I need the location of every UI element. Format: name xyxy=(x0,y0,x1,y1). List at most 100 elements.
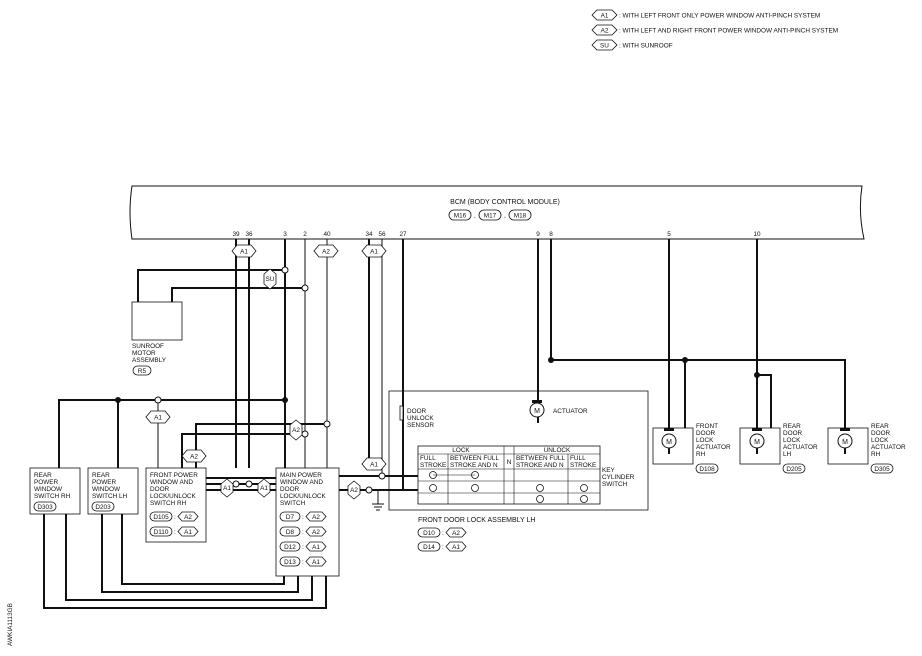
connector-label: D105 xyxy=(153,514,169,521)
svg-text:D108: D108 xyxy=(699,466,715,473)
svg-text:ASSEMBLY: ASSEMBLY xyxy=(132,357,167,364)
rear-power-window-switch-lh: REAR POWER WINDOW SWITCH LH D203 xyxy=(87,467,139,515)
svg-text:REAR: REAR xyxy=(34,472,52,479)
svg-text:REAR: REAR xyxy=(92,472,110,479)
bcm-pin: 40 xyxy=(323,231,331,238)
main-pw-conn-4: D13 : A1 xyxy=(279,556,327,567)
svg-text:LOCK: LOCK xyxy=(696,437,714,444)
legend-code: A1 xyxy=(601,13,609,20)
svg-text::: : xyxy=(442,530,444,537)
svg-text::: : xyxy=(174,514,176,521)
svg-text:REAR: REAR xyxy=(783,423,801,430)
main-pw-conn-2: D8 : A2 xyxy=(279,526,327,537)
svg-text:DOOR: DOOR xyxy=(871,430,891,437)
svg-text:A1: A1 xyxy=(370,462,378,469)
svg-text:RH: RH xyxy=(696,451,706,458)
svg-text:A1: A1 xyxy=(370,249,378,256)
svg-text:A2: A2 xyxy=(312,529,320,536)
svg-text:WINDOW AND: WINDOW AND xyxy=(280,479,323,486)
rear-door-lock-actuator-lh: M REAR DOOR LOCK ACTUATOR LH D205 xyxy=(739,423,818,474)
svg-text:A2: A2 xyxy=(190,454,198,461)
svg-text:A1: A1 xyxy=(240,249,248,256)
motor-icon: M xyxy=(534,408,540,415)
svg-text:D8: D8 xyxy=(286,529,295,536)
svg-text:STROKE AND N: STROKE AND N xyxy=(450,462,498,469)
svg-text:LOCK: LOCK xyxy=(783,437,801,444)
svg-text:D14: D14 xyxy=(423,544,435,551)
svg-text:D12: D12 xyxy=(284,544,296,551)
svg-text:BETWEEN FULL: BETWEEN FULL xyxy=(516,455,565,462)
connector-label: D110 xyxy=(154,529,169,536)
option-tags: A1 A2 A1 SU A2 A2 A1 A1 A1 A2 A1 xyxy=(145,244,387,500)
svg-text:,: , xyxy=(504,213,506,220)
svg-text::: : xyxy=(442,544,444,551)
svg-text:A1: A1 xyxy=(184,529,192,536)
rear-power-window-switch-rh: REAR POWER WINDOW SWITCH RH D303 xyxy=(29,467,81,515)
legend-text: : WITH LEFT AND RIGHT FRONT POWER WINDOW… xyxy=(619,28,838,35)
motor-icon: M xyxy=(842,439,848,446)
bcm-pin: 10 xyxy=(753,231,761,238)
svg-text:D7: D7 xyxy=(286,514,295,521)
assembly-title: FRONT DOOR LOCK ASSEMBLY LH xyxy=(418,517,535,524)
bcm-pin: 2 xyxy=(303,231,307,238)
svg-text::: : xyxy=(302,544,304,551)
svg-text:LOCK: LOCK xyxy=(452,447,470,454)
bcm-pin: 9 xyxy=(536,231,540,238)
bcm-pin: 8 xyxy=(549,231,553,238)
svg-text:A2: A2 xyxy=(452,530,460,537)
svg-text::: : xyxy=(302,514,304,521)
svg-text:A2: A2 xyxy=(292,427,300,434)
svg-text::: : xyxy=(174,529,176,536)
svg-text:LOCK/UNLOCK: LOCK/UNLOCK xyxy=(280,493,327,500)
connector-label: D203 xyxy=(95,504,111,511)
svg-text:REAR: REAR xyxy=(871,423,889,430)
svg-text:D13: D13 xyxy=(284,559,296,566)
rear-door-lock-actuator-rh: M REAR DOOR LOCK ACTUATOR RH D305 xyxy=(827,423,906,474)
svg-text:SUNROOF: SUNROOF xyxy=(132,343,164,350)
svg-text:LOCK: LOCK xyxy=(871,437,889,444)
svg-text:POWER: POWER xyxy=(34,479,59,486)
svg-text:ACTUATOR: ACTUATOR xyxy=(783,444,818,451)
svg-text:A2: A2 xyxy=(184,514,192,521)
svg-text:BETWEEN FULL: BETWEEN FULL xyxy=(450,455,499,462)
svg-text:DOOR: DOOR xyxy=(280,486,300,493)
svg-text:N: N xyxy=(507,459,512,466)
bcm-pin: 27 xyxy=(399,231,407,238)
svg-text:D10: D10 xyxy=(423,530,435,537)
front-door-lock-assembly-lh: DOOR UNLOCK SENSOR M ACTUATOR LOCK UNLOC… xyxy=(372,390,649,552)
svg-text:A1: A1 xyxy=(260,485,268,492)
svg-text:FRONT: FRONT xyxy=(696,423,718,430)
bcm-connector: M18 xyxy=(514,213,527,220)
motor-icon: M xyxy=(754,439,760,446)
bcm-pin: 36 xyxy=(245,231,253,238)
legend-text: : WITH LEFT FRONT ONLY POWER WINDOW ANTI… xyxy=(619,13,820,20)
svg-text:LH: LH xyxy=(783,451,792,458)
svg-text:WINDOW: WINDOW xyxy=(92,486,121,493)
connector-label: D303 xyxy=(37,504,53,511)
svg-text:POWER: POWER xyxy=(92,479,117,486)
legend-code: SU xyxy=(600,43,609,50)
bcm-pin: 5 xyxy=(667,231,671,238)
wires xyxy=(43,239,846,609)
svg-text:A2: A2 xyxy=(312,514,320,521)
main-pw-conn-3: D12 : A1 xyxy=(279,541,327,552)
svg-text:STROKE: STROKE xyxy=(420,462,446,469)
legend-item-a2: A2 : WITH LEFT AND RIGHT FRONT POWER WIN… xyxy=(591,24,838,36)
bcm-pin: 56 xyxy=(378,231,386,238)
svg-text:ACTUATOR: ACTUATOR xyxy=(871,444,906,451)
svg-text:A1: A1 xyxy=(452,544,460,551)
bcm-module: BCM (BODY CONTROL MODULE) M16 , M17 , M1… xyxy=(129,185,865,240)
splices xyxy=(115,357,760,403)
svg-text:A1: A1 xyxy=(312,544,320,551)
svg-text:CYLINDER: CYLINDER xyxy=(602,474,635,481)
svg-text:A2: A2 xyxy=(350,487,358,494)
svg-text:SU: SU xyxy=(266,276,275,283)
svg-text:A2: A2 xyxy=(322,249,330,256)
svg-text:SWITCH: SWITCH xyxy=(280,500,306,507)
svg-text:MOTOR: MOTOR xyxy=(132,350,156,357)
svg-text:FRONT POWER: FRONT POWER xyxy=(150,472,198,479)
svg-text:FULL: FULL xyxy=(420,455,436,462)
svg-text:WINDOW AND: WINDOW AND xyxy=(150,479,193,486)
svg-text::: : xyxy=(302,559,304,566)
